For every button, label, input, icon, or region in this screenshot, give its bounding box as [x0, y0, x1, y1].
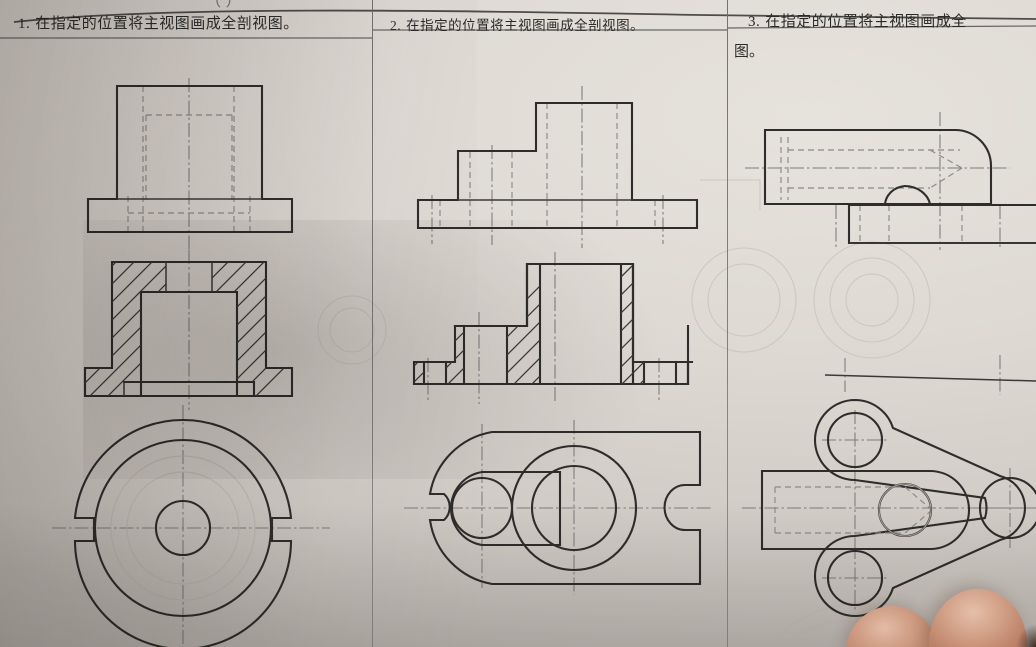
- question-3-prompt-line2: 图。: [734, 44, 765, 60]
- column-divider-1: [372, 0, 373, 647]
- question-1-prompt: 在指定的位置将主视图画成全剖视图。: [35, 16, 299, 32]
- page-top-partial-text: （ ）: [206, 0, 241, 11]
- question-2-number: 2.: [390, 18, 401, 33]
- question-2-heading: 2. 在指定的位置将主视图画成全剖视图。: [390, 14, 644, 34]
- question-3-heading: 3.在指定的位置将主视图画成全: [748, 10, 967, 31]
- shadow-left: [0, 0, 477, 647]
- question-3-number: 3.: [748, 14, 761, 30]
- corner-dark-shadow: [1002, 607, 1036, 647]
- question-1-heading: 1. 在指定的位置将主视图画成全剖视图。: [18, 12, 299, 33]
- question-2-prompt: 在指定的位置将主视图画成全剖视图。: [406, 18, 645, 33]
- question-1-number: 1.: [18, 16, 30, 32]
- column-divider-2: [727, 0, 728, 647]
- question-3-prompt-line1: 在指定的位置将主视图画成全: [765, 14, 967, 30]
- shadow-middle: [82, 219, 726, 479]
